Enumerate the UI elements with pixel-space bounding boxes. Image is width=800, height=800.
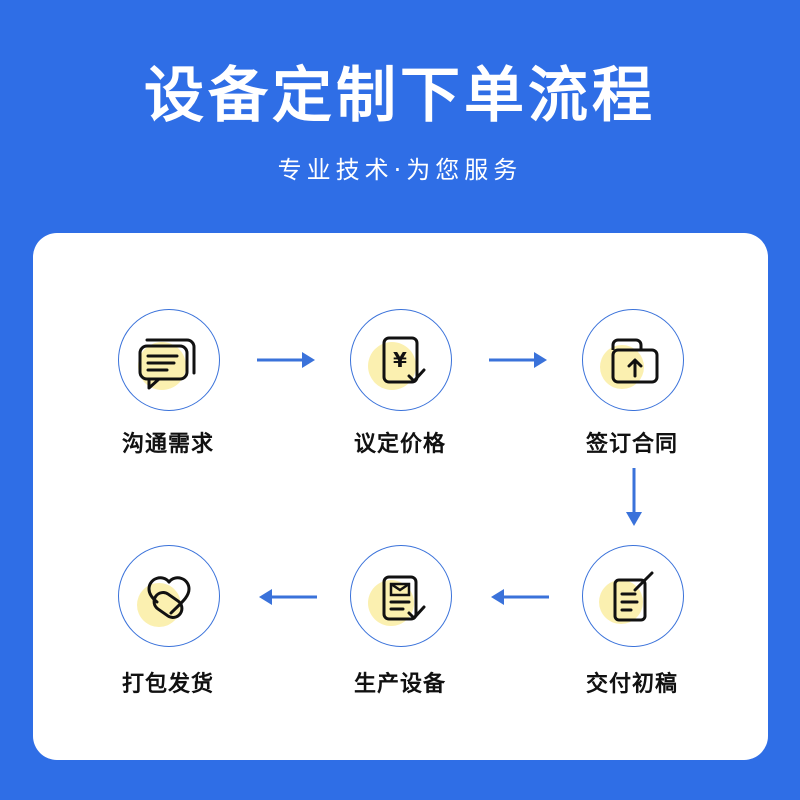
page-subtitle: 专业技术·为您服务: [277, 156, 523, 184]
step-label: 签订合同: [585, 432, 678, 457]
svg-text:¥: ¥: [393, 348, 407, 372]
arrow-right-icon: [489, 352, 547, 368]
chat-bubble-icon: [118, 309, 220, 411]
arrow-left-icon: [491, 589, 549, 605]
process-card: 沟通需求 ¥ 议定价格 签订合同: [33, 233, 768, 760]
page-title: 设备定制下单流程: [144, 61, 656, 131]
price-document-icon: ¥: [350, 309, 452, 411]
production-document-icon: [350, 545, 452, 647]
draft-edit-icon: [582, 545, 684, 647]
step-label: 打包发货: [121, 672, 214, 697]
arrow-down-icon: [626, 468, 642, 526]
step-label: 交付初稿: [585, 672, 678, 697]
arrow-right-icon: [257, 352, 315, 368]
contract-folder-icon: [582, 309, 684, 411]
arrow-left-icon: [259, 589, 317, 605]
step-label: 生产设备: [353, 672, 446, 697]
step-label: 议定价格: [353, 432, 446, 457]
package-shipping-icon: [118, 545, 220, 647]
step-label: 沟通需求: [121, 432, 214, 457]
